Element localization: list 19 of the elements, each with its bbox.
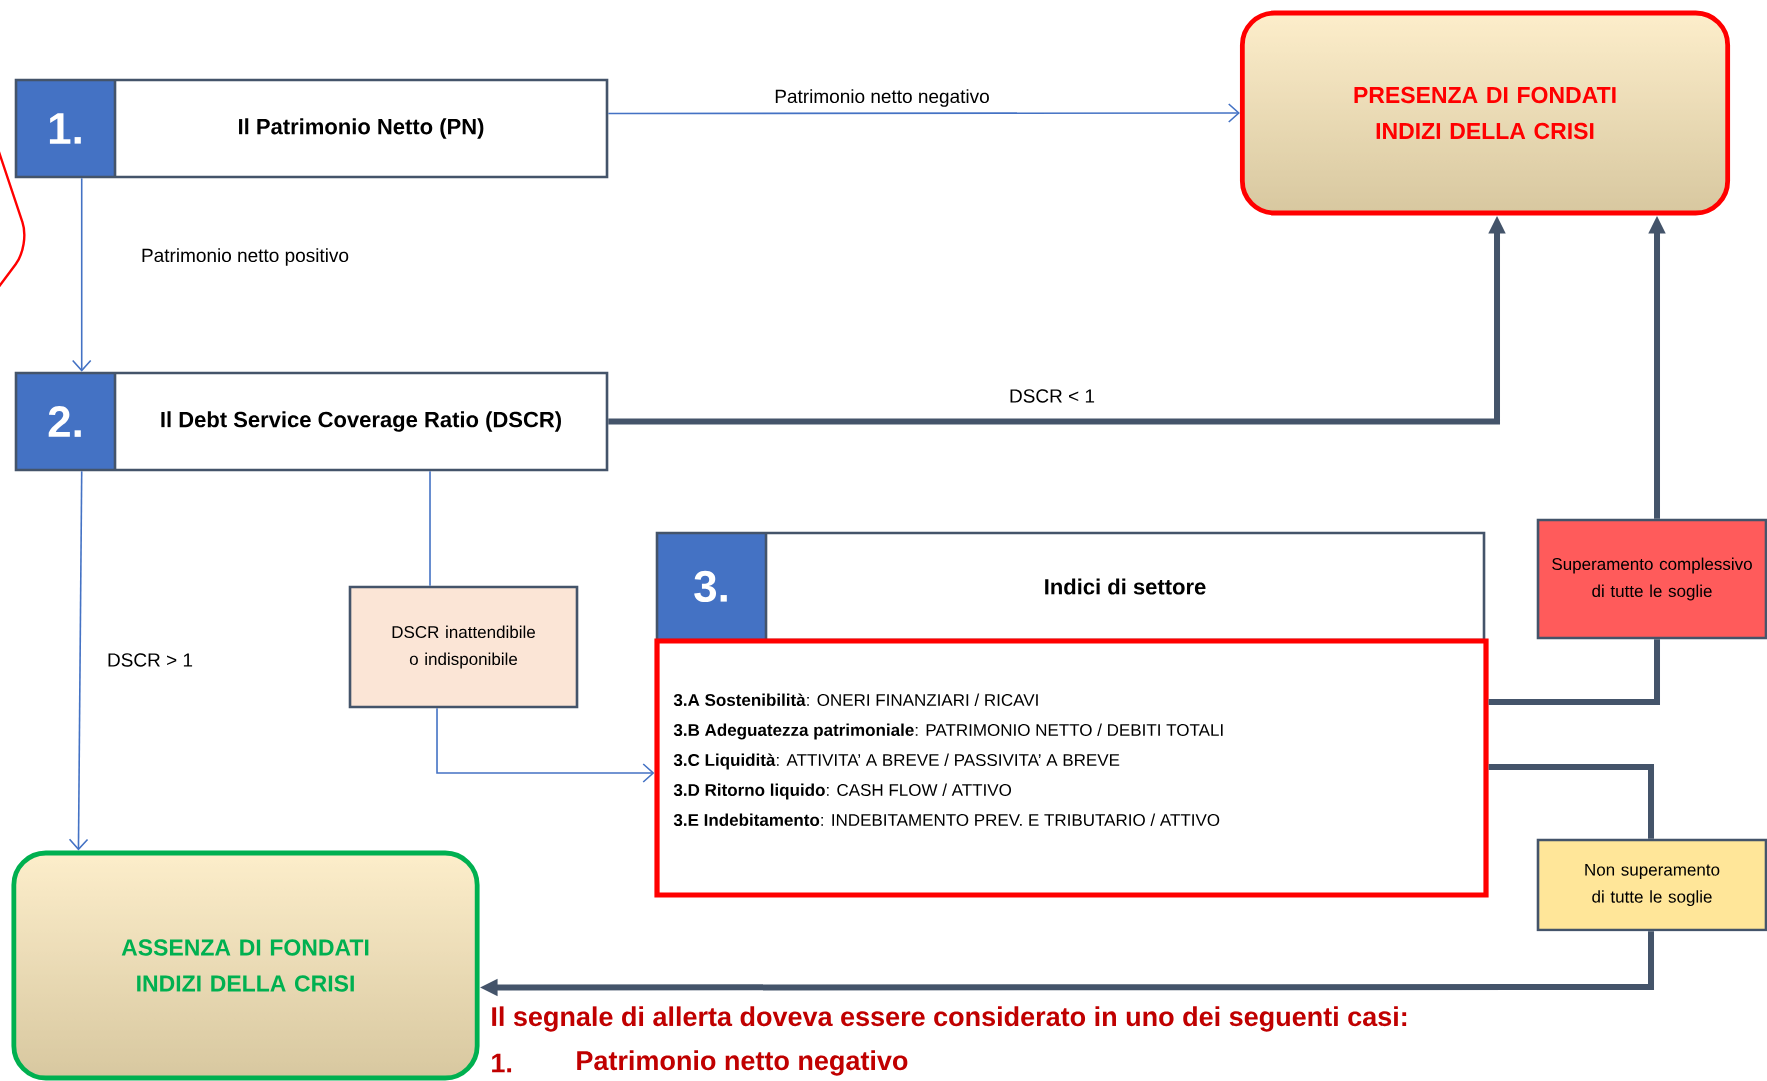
note-heading: Il segnale di allerta doveva essere considerato in uno dei seguenti casi: xyxy=(492,1006,1407,1032)
outcome-box: ASSENZA DI FONDATI INDIZI DELLA CRISI xyxy=(11,850,480,1081)
arrow xyxy=(607,103,1240,123)
arrow xyxy=(68,470,89,851)
edge-label: Patrimonio netto positivo xyxy=(139,246,352,268)
arrow xyxy=(436,707,655,783)
note-item: Patrimonio netto negativo xyxy=(577,1050,908,1076)
arrow xyxy=(71,177,92,372)
condition-box: Non superamento di tutte le soglie xyxy=(1536,838,1767,932)
indicator-list: 3.A Sostenibilità: ONERI FINANZIARI / RICAVI 3.B Adeguatezza patrimoniale: PATRIMONIO NETTO / DEBITI TOTALI 3.C Liquidità: ATTIVITA’ A BREVE / PASSIVITA’ A BREVE 3.D Ritorno liquido: CASH FLOW / ATTIVO 3.E Indebitamento: INDEBITAMENTO PREV. E TRIBUTARIO / ATTIVO xyxy=(654,638,1489,898)
step-box: 1. Il Patrimonio Netto (PN) xyxy=(14,78,609,179)
condition-box: DSCR inattendibile o indisponibile xyxy=(348,585,579,709)
edge-label: DSCR < 1 xyxy=(1007,387,1098,405)
edge-label: DSCR > 1 xyxy=(105,651,196,669)
outcome-box: PRESENZA DI FONDATI INDIZI DELLA CRISI xyxy=(1239,10,1731,216)
condition-box: Superamento complessivo di tutte le soglie xyxy=(1536,518,1767,640)
step-box: 2. Il Debt Service Coverage Ratio (DSCR) xyxy=(14,371,609,472)
step-box: 3. Indici di settore xyxy=(655,531,1486,642)
edge-label: Patrimonio netto negativo xyxy=(772,87,992,109)
